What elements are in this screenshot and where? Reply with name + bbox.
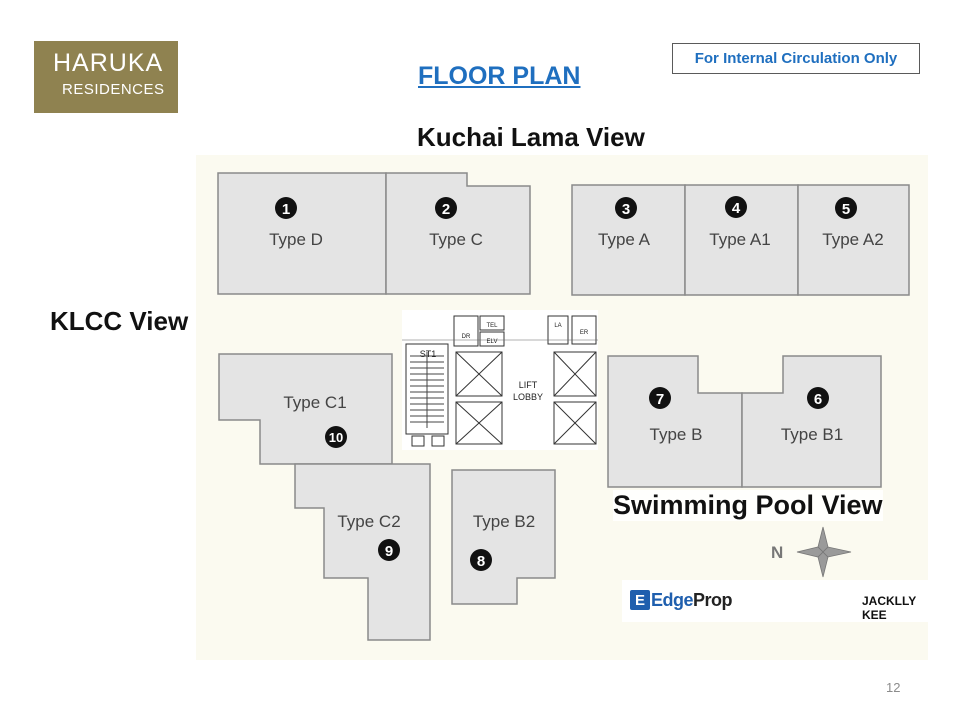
page-title: FLOOR PLAN bbox=[418, 62, 581, 90]
unit-type-8: Type B2 bbox=[473, 512, 535, 531]
edgeprop-brand: EdgeProp bbox=[651, 590, 733, 610]
compass-rose bbox=[796, 526, 852, 578]
unit-10-shape bbox=[218, 353, 393, 465]
unit-type-1: Type D bbox=[269, 230, 323, 249]
edgeprop-watermark: E EdgeProp JACKLLY KEE bbox=[622, 580, 928, 622]
unit-type-3: Type A bbox=[598, 230, 651, 249]
lift-lobby-label-2: LOBBY bbox=[513, 392, 543, 402]
unit-7-shape bbox=[607, 355, 743, 488]
unit-type-2: Type C bbox=[429, 230, 483, 249]
haruka-residences-logo: HARUKA RESIDENCES bbox=[34, 41, 178, 113]
unit-marker-2 bbox=[435, 197, 457, 219]
unit-number-7: 7 bbox=[656, 391, 664, 408]
unit-9-shape bbox=[294, 463, 431, 641]
unit-type-6: Type B1 bbox=[781, 425, 843, 444]
unit-marker-5 bbox=[835, 197, 857, 219]
unit-number-6: 6 bbox=[814, 391, 822, 408]
er-label: ER bbox=[580, 330, 589, 336]
unit-number-10: 10 bbox=[329, 430, 343, 445]
unit-marker-1 bbox=[275, 197, 297, 219]
kuchai-lama-view-label: Kuchai Lama View bbox=[417, 122, 645, 152]
unit-marker-8 bbox=[470, 549, 492, 571]
edgeprop-logo-icon: E bbox=[630, 590, 650, 610]
unit-2-shape bbox=[385, 172, 531, 295]
unit-marker-10 bbox=[325, 426, 347, 448]
unit-number-9: 9 bbox=[385, 543, 393, 560]
lift-lobby-label-1: LIFT bbox=[519, 380, 538, 390]
unit-number-2: 2 bbox=[442, 201, 450, 218]
page-number: 12 bbox=[886, 680, 901, 695]
unit-marker-6 bbox=[807, 387, 829, 409]
unit-marker-4 bbox=[725, 196, 747, 218]
la-label: LA bbox=[554, 323, 561, 329]
unit-number-1: 1 bbox=[282, 201, 290, 218]
unit-8-shape bbox=[451, 469, 556, 605]
unit-number-4: 4 bbox=[732, 200, 741, 217]
unit-type-7: Type B bbox=[650, 425, 703, 444]
unit-6-shape bbox=[741, 355, 882, 488]
agent-name: JACKLLY KEE bbox=[862, 594, 917, 622]
dr-label: DR bbox=[462, 334, 471, 340]
unit-marker-7 bbox=[649, 387, 671, 409]
unit-number-3: 3 bbox=[622, 201, 630, 218]
unit-marker-9 bbox=[378, 539, 400, 561]
logo-line-haruka: HARUKA bbox=[53, 49, 164, 77]
unit-type-4: Type A1 bbox=[709, 230, 770, 249]
unit-marker-3 bbox=[615, 197, 637, 219]
unit-number-8: 8 bbox=[477, 553, 485, 570]
unit-number-5: 5 bbox=[842, 201, 850, 218]
tel-label: TEL bbox=[486, 323, 498, 329]
swimming-pool-view-label: Swimming Pool View bbox=[613, 490, 883, 521]
lift-core bbox=[402, 310, 598, 450]
unit-markers bbox=[275, 196, 857, 571]
unit-type-9: Type C2 bbox=[337, 512, 400, 531]
internal-circulation-notice: For Internal Circulation Only bbox=[672, 43, 920, 74]
stair-label: ST1 bbox=[420, 349, 437, 359]
elv-label: ELV bbox=[487, 339, 498, 345]
unit-type-10: Type C1 bbox=[283, 393, 346, 412]
klcc-view-label: KLCC View bbox=[50, 306, 189, 336]
unit-type-5: Type A2 bbox=[822, 230, 883, 249]
logo-line-residences: RESIDENCES bbox=[62, 81, 165, 98]
compass-north-label: N bbox=[771, 543, 784, 562]
